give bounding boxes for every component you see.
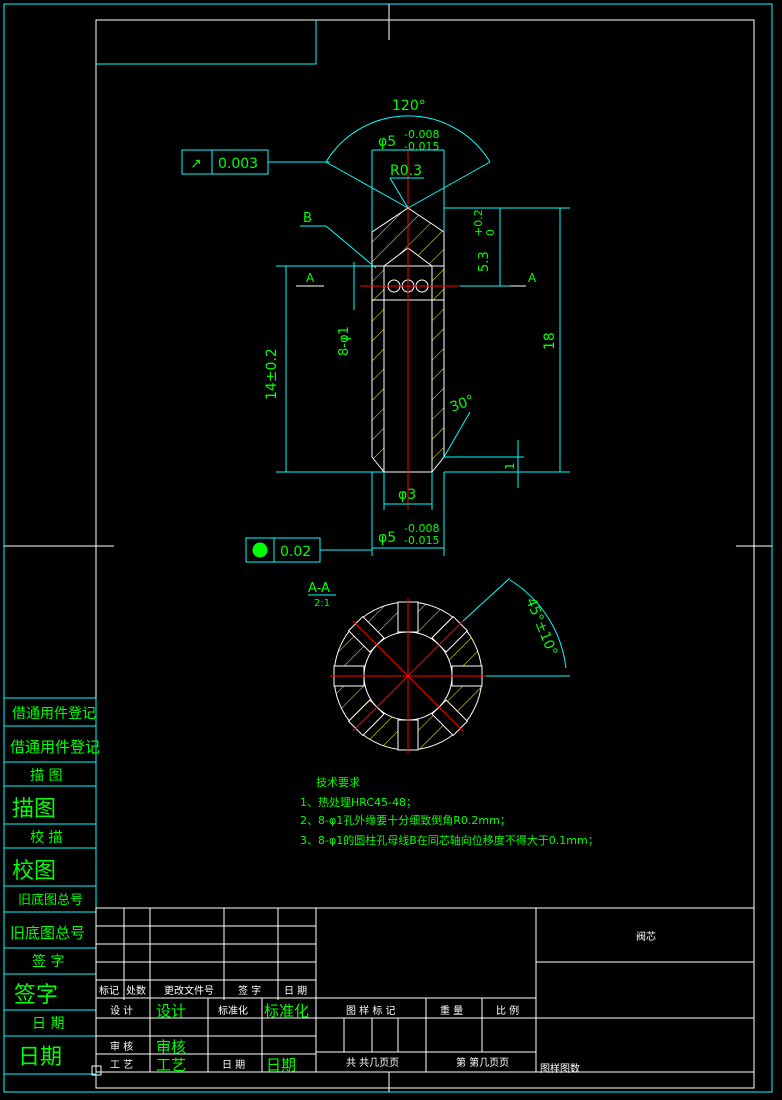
tb-part-name: 阀芯: [636, 930, 656, 943]
side-9: 签字: [14, 983, 58, 1008]
inner-border: [95, 19, 755, 1089]
side-10: 日 期: [32, 1016, 64, 1032]
tb-date: 日 期: [222, 1059, 245, 1071]
dim-dia-bottom-tol-up: -0.008: [404, 522, 439, 535]
drawing-no-box: [96, 20, 317, 65]
roundness-frame: 0.02: [245, 537, 372, 563]
tb-standard-hw: 标准化: [264, 1002, 309, 1020]
runout-frame: ↗ 0.003: [181, 149, 330, 175]
tb-process-hw: 工艺: [156, 1056, 186, 1074]
roundness-value: 0.02: [280, 544, 311, 560]
rev-h0: 标记: [99, 985, 119, 997]
rev-h2: 更改文件号: [164, 984, 214, 997]
dim-angle-45: 45°±10°: [522, 596, 560, 659]
dim-height-53-tol-up: +0.2: [472, 209, 485, 236]
tech-title: 技术要求: [316, 776, 360, 789]
label-b: B: [303, 211, 312, 226]
dim-dia-3: φ3: [398, 487, 416, 503]
tb-process: 工 艺: [110, 1059, 133, 1071]
dim-radius: R0.3: [390, 163, 422, 179]
tech-item-2: 2、8-φ1孔外缘要十分细致倒角R0.2mm；: [300, 813, 511, 827]
dim-height-53: 5.3: [477, 251, 492, 272]
dim-height-14: 14±0.2: [264, 348, 280, 400]
section-view: A-A 2:1 45°±10°: [308, 577, 570, 754]
tb-standard: 标准化: [218, 1004, 248, 1017]
dim-holes: 8-φ1: [337, 326, 352, 356]
tb-design-hw: 设计: [156, 1002, 186, 1020]
dim-height-53-tol-low: 0: [484, 229, 497, 236]
section-title: A-A: [308, 581, 330, 596]
tb-scale: 比 例: [496, 1004, 519, 1017]
tb-date-hw: 日期: [266, 1056, 296, 1074]
tb-review-hw: 审核: [156, 1038, 186, 1056]
rev-h4: 日 期: [284, 985, 307, 997]
dim-dia-bottom: φ5: [378, 530, 396, 546]
dim-dia-top-tol-low: -0.015: [404, 140, 439, 153]
side-3: 描图: [12, 797, 56, 822]
side-2: 描 图: [30, 768, 62, 784]
tb-review: 审 核: [110, 1040, 133, 1053]
side-1: 借通用件登记: [10, 738, 100, 756]
section-mark-left: A: [306, 271, 315, 285]
tech-item-3: 3、8-φ1的圆柱孔母线B在同芯轴向位移度不得大于0.1mm；: [300, 833, 599, 847]
cursor-marker: [91, 1065, 102, 1076]
section-scale: 2:1: [314, 598, 330, 609]
dim-angle-30: 30°: [448, 392, 477, 416]
tb-drawing-mark: 图 样 标 记: [346, 1004, 396, 1017]
tb-drawing-no: 图样图数: [540, 1062, 580, 1075]
dim-1: 1: [503, 462, 517, 470]
rev-h1: 处数: [126, 984, 146, 997]
tb-design: 设 计: [110, 1004, 133, 1017]
outer-border: [3, 3, 773, 1093]
dim-dia-top-tol-up: -0.008: [404, 128, 439, 141]
tech-item-1: 1、热处理HRC45-48；: [300, 796, 417, 809]
side-4: 校 描: [30, 829, 62, 846]
side-6: 旧底图总号: [18, 892, 83, 908]
dim-dia-bottom-tol-low: -0.015: [404, 534, 439, 547]
dimensions: 120° φ5 -0.008 -0.015 R0.3 B 5.3 +0.2 0 …: [264, 98, 570, 556]
title-block: 标记 处数 更改文件号 签 字 日 期 设 计 设计 标准化 标准化 审 核 审…: [95, 907, 755, 1075]
tb-total-pages: 共 共几页页: [346, 1057, 399, 1069]
dim-height-18: 18: [542, 332, 558, 350]
main-view: A A: [296, 150, 537, 510]
tech-requirements: 技术要求 1、热处理HRC45-48； 2、8-φ1孔外缘要十分细致倒角R0.2…: [300, 776, 599, 847]
side-panel: 借通用件登记 借通用件登记 描 图 描图 校 描 校图 旧底图总号 旧底图总号 …: [3, 697, 100, 1075]
side-7: 旧底图总号: [10, 924, 85, 942]
dim-dia-top: φ5: [378, 134, 396, 150]
side-5: 校图: [12, 859, 56, 884]
side-11: 日期: [18, 1045, 62, 1070]
runout-value: 0.003: [218, 156, 258, 172]
side-0: 借通用件登记: [12, 706, 96, 722]
runout-icon: ↗: [190, 156, 202, 172]
tb-page-no: 第 第几页页: [456, 1056, 509, 1069]
dim-angle-120: 120°: [392, 98, 426, 114]
rev-h3: 签 字: [238, 984, 261, 997]
section-mark-right: A: [528, 271, 537, 285]
side-8: 签 字: [32, 953, 64, 970]
tb-weight: 重 量: [440, 1004, 463, 1017]
